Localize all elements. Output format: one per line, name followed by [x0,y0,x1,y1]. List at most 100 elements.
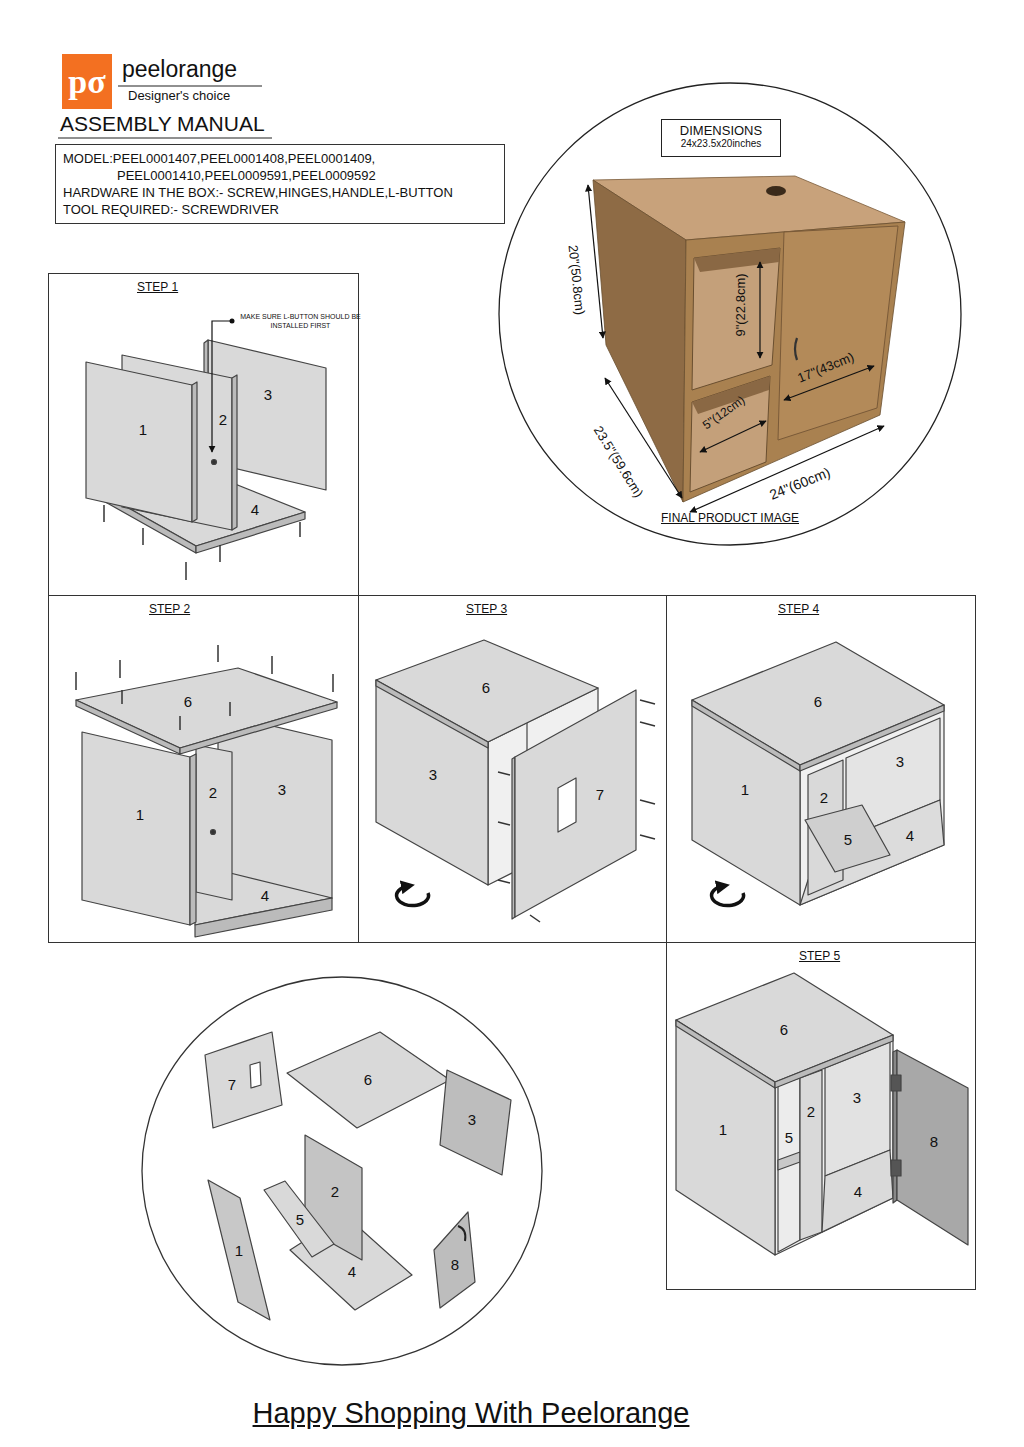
dimension-line [588,185,603,338]
step-panel: STEP 1 [48,273,359,596]
step2-illustration [119,660,121,678]
leader-line [212,319,235,453]
step5-illustration [891,1075,901,1091]
cabinet-illustration [683,222,905,502]
step2-illustration [180,702,337,754]
callout-number: 6 [780,1022,788,1039]
callout-number: 1 [741,782,749,799]
dimension-line [605,378,682,498]
callout-number: 4 [854,1184,862,1201]
step3-illustration [530,915,540,922]
dimension-label: 9"(22.8cm) [734,273,748,336]
callout-number: 7 [596,787,604,804]
manual-caption: Happy Shopping With Peelorange [253,1397,690,1430]
step5-illustration [676,1020,775,1088]
step1-illustration [86,362,192,522]
callout-number: 3 [264,387,272,404]
info-box-text: TOOL REQUIRED:- SCREWDRIVER [63,201,497,218]
step3-illustration [376,640,655,922]
step1-illustration [104,505,300,580]
callout-number: 2 [219,412,227,429]
callout-number: 4 [261,888,269,905]
product-circle: FINAL PRODUCT IMAGE DIMENSIONS24x23.5x20i… [497,81,963,547]
step1-illustration [212,460,217,465]
step2-illustration [190,754,196,925]
step-panel-text: STEP 1 [137,280,178,294]
step2-illustration [195,898,332,937]
exploded-view [250,1062,261,1088]
callout-number: 8 [451,1257,459,1274]
step2-illustration [196,745,232,900]
step2-illustration [76,645,337,937]
dimension-line [588,185,884,512]
step-panel: STEP 3 [358,595,667,943]
logo-box: pσ [62,54,112,109]
brand-text: Designer's choice [128,89,230,103]
leader-line [212,321,232,452]
step4-illustration [692,642,944,905]
exploded-view [440,1070,511,1175]
step-panel: STEP 5 [666,942,976,1290]
exploded-view [142,977,542,1365]
step1-illustration [103,505,105,522]
exploded-view [458,1226,465,1241]
callout-number: 6 [482,680,490,697]
note-text: MAKE SURE L-BUTTON SHOULD BE INSTALLED F… [238,313,363,331]
step5-illustration [822,1150,893,1232]
step2-illustration [76,668,337,748]
exploded-view [287,1032,450,1128]
info-box-text: HARDWARE IN THE BOX:- SCREW,HINGES,HANDL… [63,184,497,201]
logo-box-text: pσ [62,54,112,109]
step2-illustration [76,645,333,730]
step2-illustration [75,672,77,690]
rotate-symbol [712,886,744,906]
step3-illustration [640,700,655,704]
info-box-text: MODEL:PEEL0001407,PEEL0001408,PEEL000140… [63,150,497,184]
callout-number: 2 [820,790,828,807]
step-panel: STEP 2 [48,595,359,943]
step1-illustration [232,375,237,530]
callout-number: 6 [184,694,192,711]
dimension-label: 24"(60cm) [767,465,832,503]
product-circle-text: FINAL PRODUCT IMAGE [497,511,963,525]
step5-illustration [778,1078,800,1252]
dimension-label: 23.5"(59.6cm) [590,424,645,500]
callout-number: 2 [209,785,217,802]
callout-number: 3 [429,767,437,784]
dimension-line [690,426,884,512]
step3-illustration [640,800,655,804]
step1-illustration [219,545,221,562]
step5-illustration [800,1070,822,1240]
exploded-view [142,977,542,1365]
step3-illustration [498,772,510,775]
callout-number: 7 [228,1077,236,1094]
callout-number: 3 [896,754,904,771]
exploded-view [208,1180,270,1320]
step1-illustration [185,562,187,580]
step5-illustration [891,1160,901,1176]
step3-illustration [558,778,576,832]
step3-illustration [640,835,655,839]
callout-number: 3 [853,1090,861,1107]
step2-illustration [229,702,231,716]
callout-number: 1 [136,807,144,824]
dimensions-box-text: DIMENSIONS [666,123,776,138]
step-panel-text: STEP 5 [799,949,840,963]
callout-number: 5 [844,832,852,849]
step4-illustration [692,642,944,765]
dimensions-box: DIMENSIONS24x23.5x20inches [661,119,781,157]
callout-number: 6 [814,694,822,711]
info-box: MODEL:PEEL0001407,PEEL0001408,PEEL000140… [55,144,505,224]
cabinet-illustration [694,248,780,272]
step2-illustration [271,656,273,674]
callout-number: 6 [364,1072,372,1089]
step3-illustration [498,880,510,883]
step3-illustration [515,690,636,917]
step2-illustration [217,645,219,662]
step-panel-text: STEP 4 [778,602,819,616]
step3-illustration [498,822,510,825]
step4-illustration [805,805,890,872]
callout-number: 2 [331,1184,339,1201]
step5-illustration [676,973,893,1082]
